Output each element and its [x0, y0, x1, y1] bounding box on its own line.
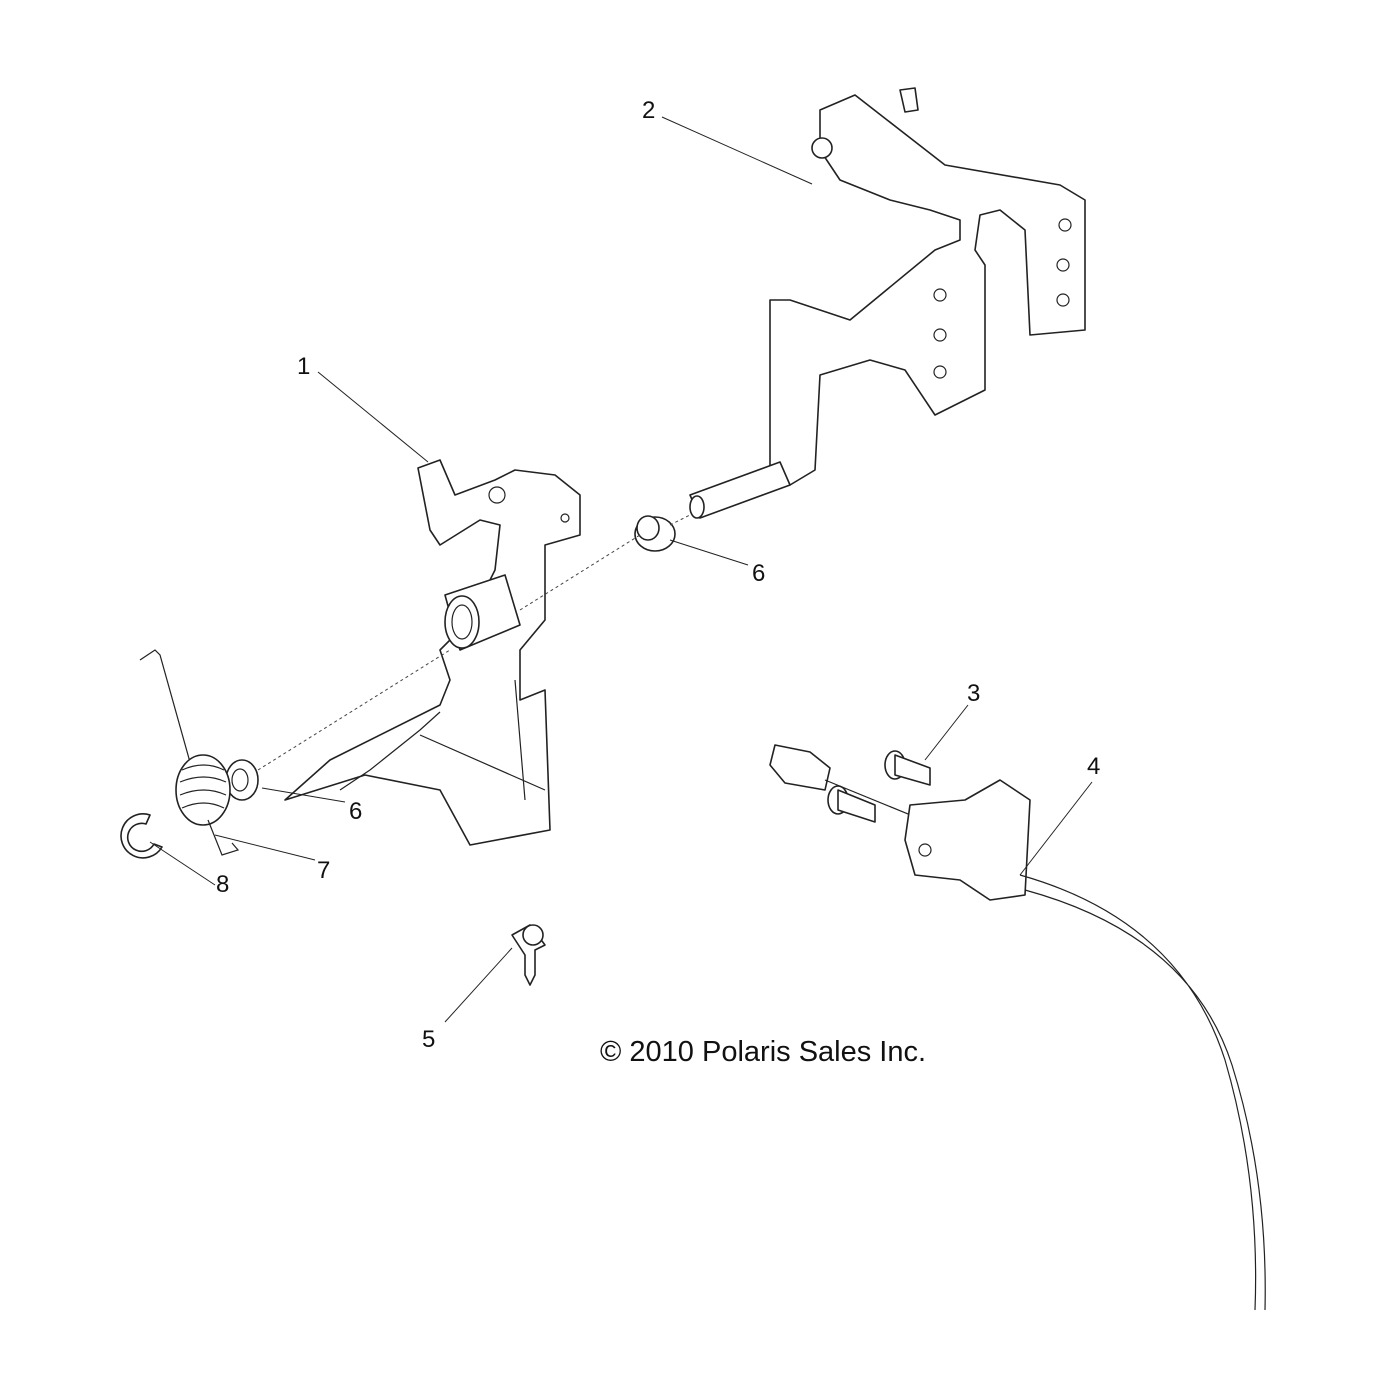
- part-4-cable: [769, 744, 1266, 1311]
- part-5-pin: [511, 924, 546, 986]
- callout-6-upper: 6: [752, 560, 766, 587]
- callout-8: 8: [216, 871, 230, 898]
- part-8-e-clip: [120, 813, 163, 859]
- callout-6-lower: 6: [349, 798, 363, 825]
- part-6-bushing-lower: [225, 759, 259, 801]
- part-3-clevis-pins: [827, 750, 931, 823]
- copyright-notice: © 2010 Polaris Sales Inc.: [600, 1036, 927, 1068]
- callout-1: 1: [297, 353, 311, 380]
- callout-4: 4: [1087, 753, 1101, 780]
- callout-2: 2: [642, 97, 656, 124]
- part-6-bushing-upper: [634, 515, 676, 552]
- part-2-bracket: [689, 87, 1086, 519]
- callout-3: 3: [967, 680, 981, 707]
- callout-7: 7: [317, 857, 331, 884]
- part-7-spring: [139, 649, 240, 856]
- callout-5: 5: [422, 1026, 436, 1053]
- leader-lines: [149, 116, 1093, 1023]
- part-1-pedal-lever: [284, 459, 581, 846]
